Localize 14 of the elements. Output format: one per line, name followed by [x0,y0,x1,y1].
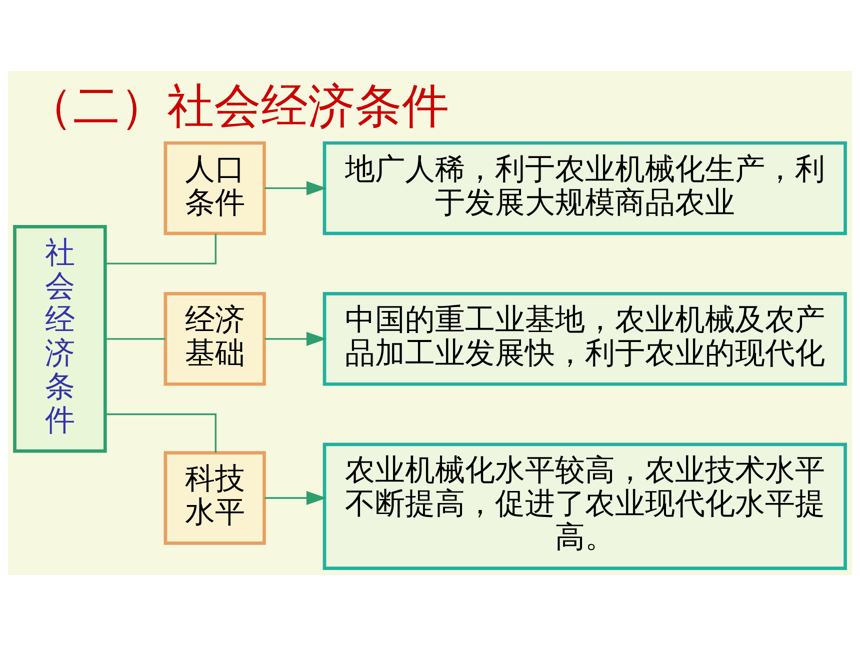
arrow [264,490,327,505]
node-box: 人口条件 [164,140,266,235]
arrow [264,180,327,195]
node-box: 社会经济条件 [13,224,107,452]
node-box: 经济基础 [164,292,266,386]
connector [106,338,166,340]
node-box: 科技水平 [164,450,266,544]
node-box: 农业机械化水平较高，农业技术水平不断提高，促进了农业现代化水平提高。 [322,442,847,570]
arrow [264,331,327,346]
connector [106,233,217,264]
connector [106,412,217,452]
diagram-title: （二）社会经济条件 [26,78,449,134]
node-box: 地广人稀，利于农业机械化生产，利于发展大规模商品农业 [322,140,847,235]
node-box: 中国的重工业基地，农业机械及农产品加工业发展快，利于农业的现代化 [322,292,847,386]
